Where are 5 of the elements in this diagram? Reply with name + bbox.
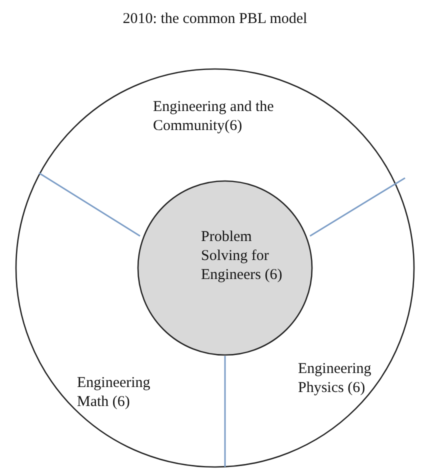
sector-label: Engineering Physics (6): [298, 360, 372, 398]
sector-label: Engineering and the Community(6): [153, 98, 275, 136]
sector-label: Engineering Math (6): [77, 374, 152, 412]
diagram-title: 2010: the common PBL model: [122, 11, 308, 27]
center-label: Problem Solving for Engineers (6): [201, 228, 283, 285]
